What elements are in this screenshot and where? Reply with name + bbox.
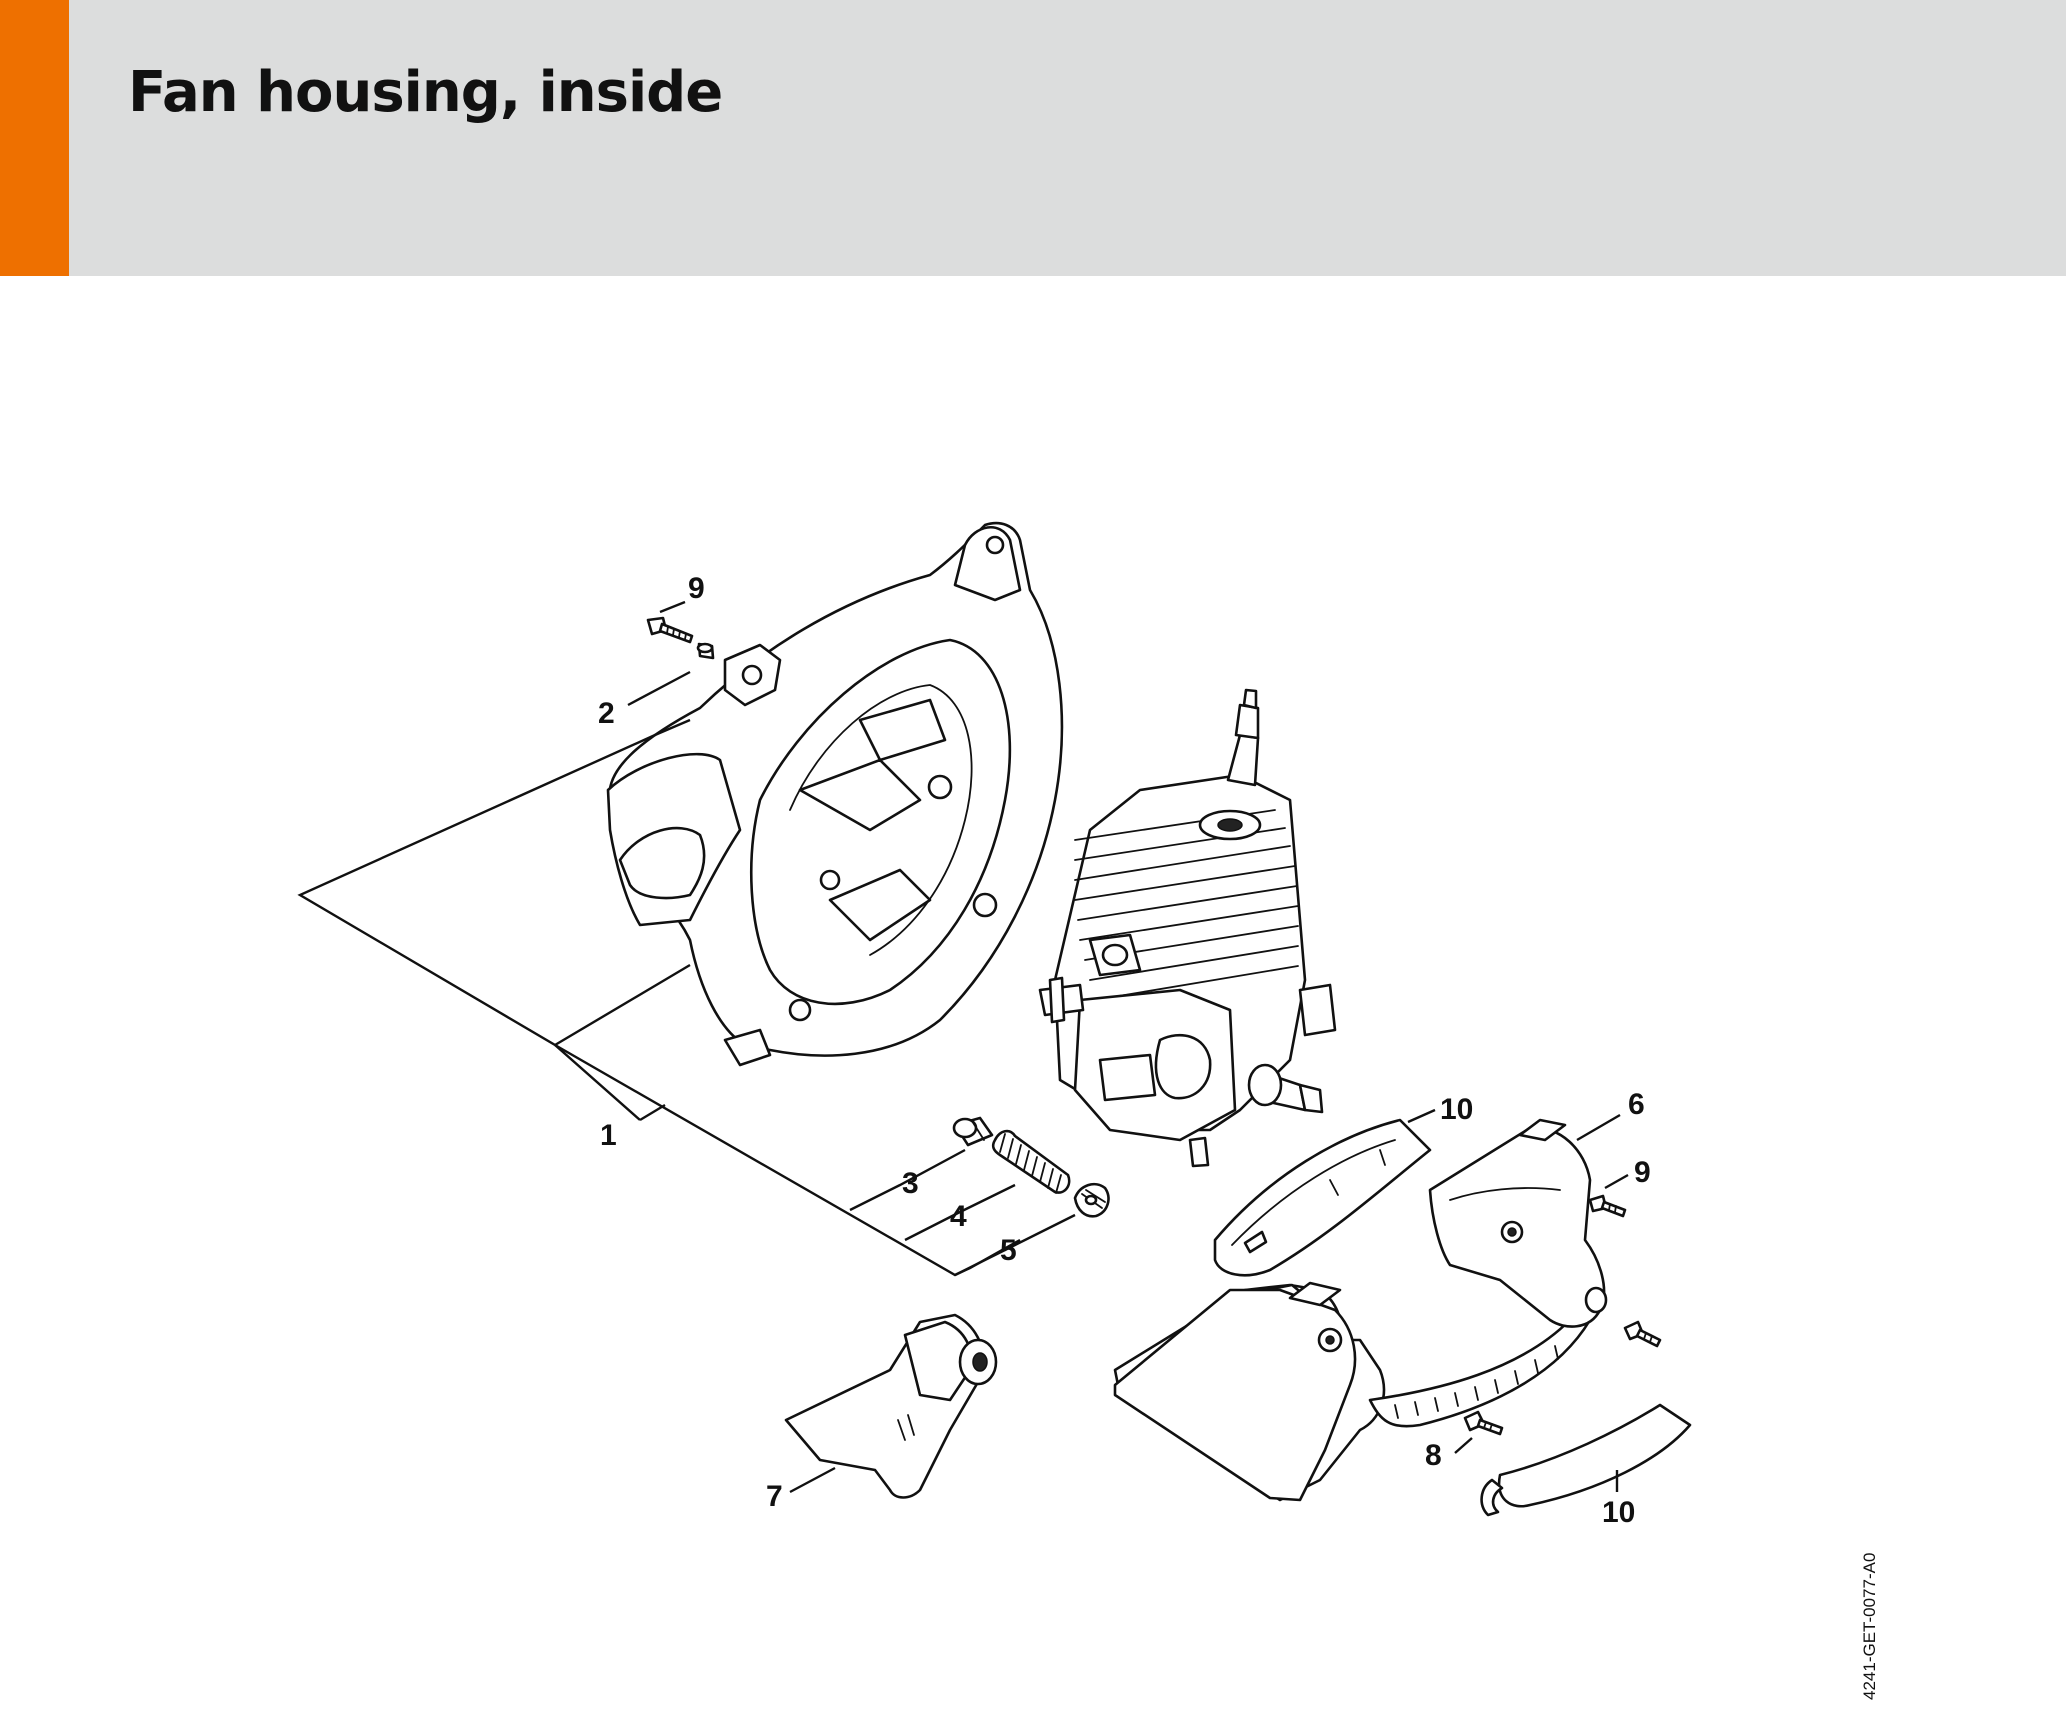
screw-part-lower-right[interactable] (1623, 1320, 1662, 1348)
callout-7: 7 (766, 1480, 783, 1513)
callout-4: 4 (950, 1200, 967, 1233)
bracket-part-7[interactable] (784, 1313, 998, 1499)
header-banner: Fan housing, inside (0, 0, 2066, 276)
fan-housing-part[interactable] (606, 521, 1064, 1067)
washer-part[interactable] (1073, 1182, 1110, 1218)
callout-6: 6 (1628, 1088, 1645, 1121)
leader-lines (297, 600, 1629, 1494)
callout-10-top: 10 (1440, 1093, 1473, 1126)
sleeve-part[interactable] (696, 642, 715, 660)
engine-cylinder-assembly (1038, 688, 1337, 1168)
callout-10-bottom: 10 (1602, 1496, 1635, 1529)
screw-part-right[interactable] (1588, 1194, 1627, 1218)
bushing-part[interactable] (952, 1116, 994, 1147)
deflector-hood-part[interactable] (1113, 1281, 1357, 1502)
cover-strip-part-lower[interactable] (1480, 1403, 1692, 1517)
callout-2: 2 (598, 697, 615, 730)
callout-9-right: 9 (1634, 1156, 1651, 1189)
header-accent-bar (0, 0, 69, 276)
callout-1: 1 (600, 1119, 617, 1152)
callout-3: 3 (902, 1167, 919, 1200)
callout-8: 8 (1425, 1439, 1442, 1472)
spring-part[interactable] (991, 1129, 1071, 1194)
screw-part-top[interactable] (646, 616, 694, 644)
callout-9-top: 9 (688, 572, 705, 605)
screw-part-8[interactable] (1463, 1410, 1504, 1436)
cover-strip-part-upper[interactable] (1213, 1118, 1432, 1277)
callout-5: 5 (1000, 1234, 1017, 1267)
page-title: Fan housing, inside (128, 60, 723, 125)
callout-labels: 9 2 1 3 4 5 7 10 6 9 8 10 (598, 572, 1651, 1529)
document-id: 4241-GET-0077-A0 (1860, 1552, 1879, 1700)
